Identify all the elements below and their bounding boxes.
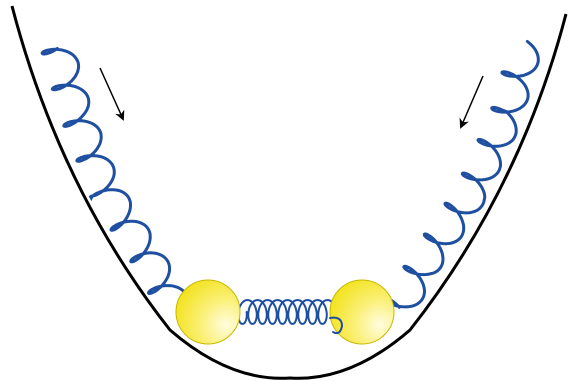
left-ball bbox=[176, 280, 240, 344]
coupling-spring-coil bbox=[238, 300, 336, 324]
right-arrow bbox=[461, 76, 483, 127]
right-ball bbox=[330, 280, 394, 344]
left-spring-coil bbox=[42, 49, 187, 318]
right-spring-coil bbox=[386, 42, 539, 308]
left-arrow bbox=[100, 68, 123, 119]
